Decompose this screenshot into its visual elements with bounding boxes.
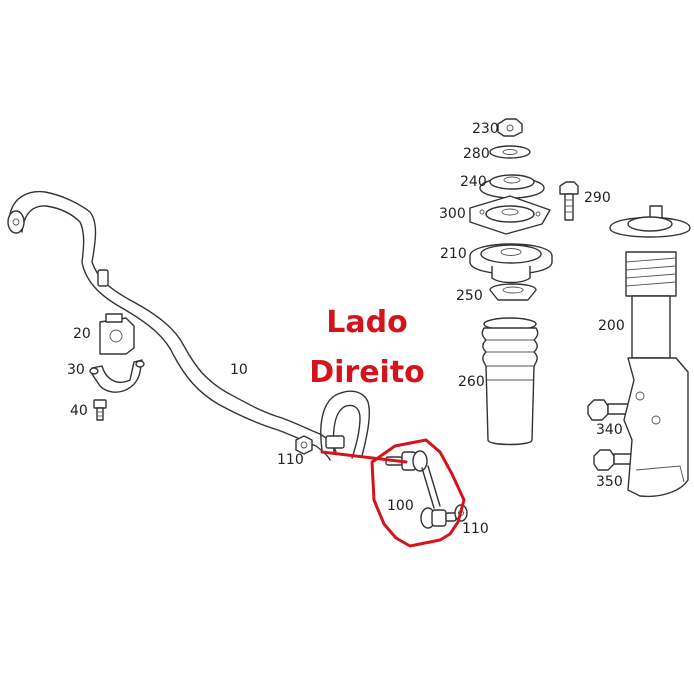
strut-mount-300 xyxy=(469,195,551,235)
label-300: 300 xyxy=(439,206,466,222)
strut-assembly xyxy=(609,205,691,498)
label-30: 30 xyxy=(67,362,85,378)
nut-110-left xyxy=(295,435,313,455)
label-10: 10 xyxy=(230,362,248,378)
bushing-part xyxy=(99,313,135,355)
label-250: 250 xyxy=(456,288,483,304)
stabilizer-bar xyxy=(7,190,371,461)
label-240: 240 xyxy=(460,174,487,190)
label-260: 260 xyxy=(458,374,485,390)
bearing-210 xyxy=(469,243,553,284)
highlight-marker xyxy=(320,438,466,548)
bolt-290 xyxy=(559,181,579,221)
callout-labels: 230 280 240 290 300 210 250 200 20 10 30… xyxy=(67,121,625,537)
label-100: 100 xyxy=(387,498,414,514)
dust-boot-260 xyxy=(481,317,539,446)
label-280: 280 xyxy=(463,146,490,162)
title-line-2: Direito xyxy=(309,355,425,390)
label-210: 210 xyxy=(440,246,467,262)
label-340: 340 xyxy=(596,422,623,438)
label-40: 40 xyxy=(70,403,88,419)
label-200: 200 xyxy=(598,318,625,334)
bump-stop-250 xyxy=(489,283,537,301)
washer-280 xyxy=(489,145,531,159)
label-230: 230 xyxy=(472,121,499,137)
label-110-right: 110 xyxy=(462,521,489,537)
label-20: 20 xyxy=(73,326,91,342)
bracket-clamp xyxy=(89,359,145,393)
label-350: 350 xyxy=(596,474,623,490)
label-110-left: 110 xyxy=(277,452,304,468)
title-line-1: Lado xyxy=(326,305,407,340)
bolt-40 xyxy=(93,399,107,421)
label-290: 290 xyxy=(584,190,611,206)
side-title: Lado Direito xyxy=(309,305,425,390)
mount-cup-240 xyxy=(479,174,545,199)
nut-230 xyxy=(497,118,523,137)
